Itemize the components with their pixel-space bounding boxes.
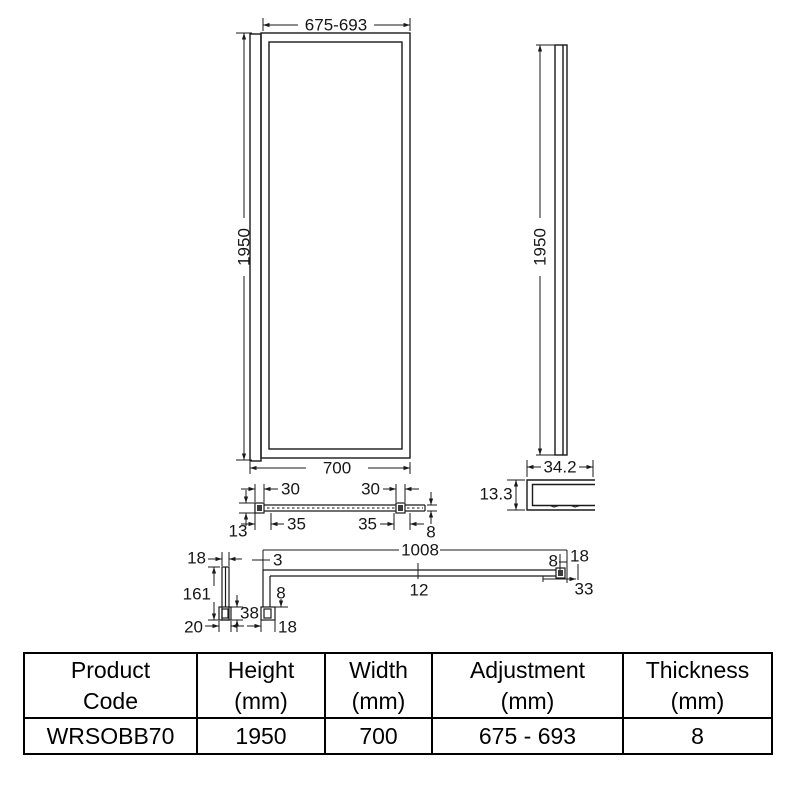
bracket-detail-dimensions [205,552,244,632]
value-thickness: 8 [622,717,773,755]
bracket-foot [218,606,232,621]
seal-length-label: 1008 [401,541,439,560]
header-width: Width (mm) [324,652,433,719]
front-adjustment-width-label: 675-693 [305,16,367,35]
bracket-height-label: 161 [183,585,211,604]
spec-table-data-row: WRSOBB70 1950 700 675 - 693 8 [23,717,773,755]
header-thickness: Thickness (mm) [622,652,773,719]
value-width: 700 [324,717,433,755]
spec-table: Product Code Height (mm) Width (mm) Adju… [23,652,773,755]
front-width-label: 700 [323,459,351,478]
profile-width-label: 34.2 [543,458,576,477]
panel-section [254,502,426,514]
value-adjustment: 675 - 693 [431,717,624,755]
left-profile-width-label: 30 [281,480,300,499]
seal-end-width-label: 8 [549,552,558,571]
header-adjustment: Adjustment (mm) [431,652,624,719]
left-base-width-label: 35 [287,515,306,534]
spec-table-header-row: Product Code Height (mm) Width (mm) Adju… [23,652,773,719]
wall-profile-section-dimensions [507,460,594,511]
seal-foot [260,606,276,621]
frame-outer [260,32,411,459]
technical-drawing: 675-693 1950 700 1950 34.2 13.3 [183,16,595,637]
wall-profile-section [526,479,595,511]
seal-detail-dimensions [247,549,579,632]
front-view [249,32,411,462]
panel-section-dimensions [239,484,437,530]
side-height-label: 1950 [531,228,550,266]
seal-detail [260,567,566,621]
seal-end-total-label: 33 [575,580,594,599]
value-height: 1950 [196,717,326,755]
right-profile-width-label: 30 [361,480,380,499]
glass-thickness-label: 8 [426,523,435,542]
side-view [554,44,568,456]
profile-depth-label: 13 [229,522,248,541]
c-channel-shape [526,479,595,511]
front-view-dimensions [236,18,411,474]
side-profile-bar [554,44,568,456]
seal-end-cap-label: 18 [570,547,589,566]
header-product-code: Product Code [23,652,198,719]
header-height: Height (mm) [196,652,326,719]
seal-lip-label: 3 [273,551,282,570]
frame-inner [268,41,403,450]
profile-height-label: 13.3 [479,485,512,504]
value-product-code: WRSOBB70 [23,717,198,755]
seal-leg-foot-label: 18 [278,618,297,637]
bracket-foot-height-label: 38 [240,604,259,623]
bracket-top-width-label: 18 [187,549,206,568]
front-height-label: 1950 [235,228,254,266]
seal-leg-width-label: 8 [276,584,285,603]
bracket-foot-width-label: 20 [184,618,203,637]
bracket-detail [218,566,232,621]
right-base-width-label: 35 [358,515,377,534]
side-view-dimensions [536,44,555,456]
seal-mid-thickness-label: 12 [410,581,429,600]
